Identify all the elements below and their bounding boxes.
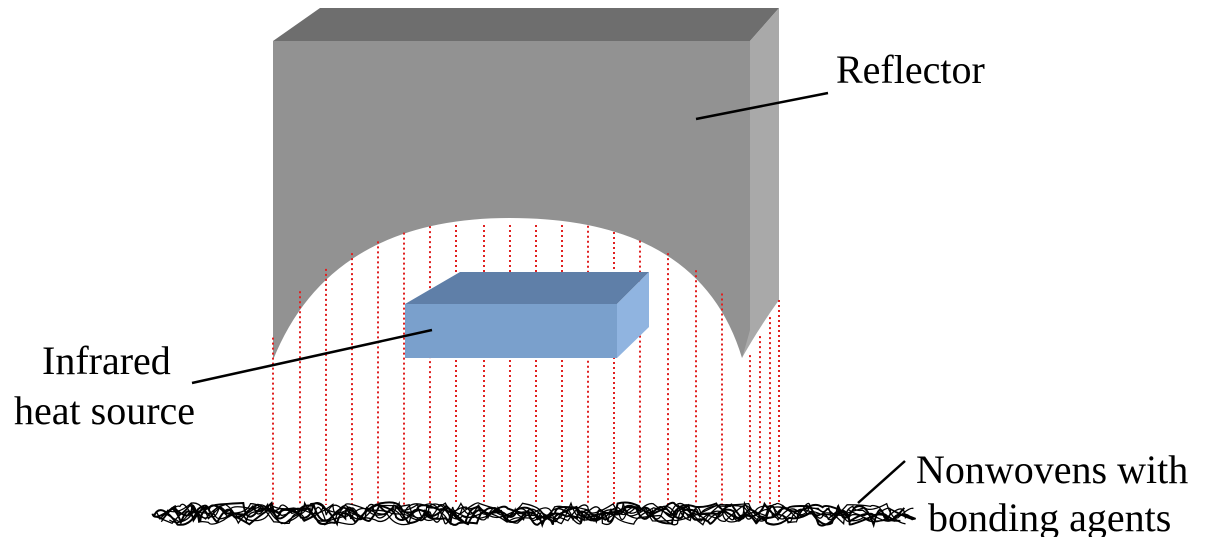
heat-source-side-face (617, 272, 649, 358)
heat-source-label-line1: Infrared (42, 338, 171, 383)
reflector-top-face (273, 8, 779, 41)
heat-source-leader-line (191, 328, 433, 385)
heat-source-front-face (405, 304, 617, 358)
heat-source (405, 272, 649, 358)
nonwovens-label-line2: bonding agents (928, 495, 1171, 537)
heat-source-label-line2: heat source (14, 388, 195, 433)
reflector-label: Reflector (836, 47, 985, 92)
fiber-strand (169, 500, 913, 526)
fiber-strand (155, 500, 914, 526)
nonwovens-leader-line (857, 460, 906, 504)
nonwoven-fiber-web (151, 500, 917, 529)
fiber-strand (151, 501, 901, 529)
fiber-strand (154, 502, 906, 525)
reflector-leader-line (695, 91, 829, 121)
heat-source-top-face (405, 272, 649, 304)
reflector (273, 8, 779, 360)
nonwovens-label-line1: Nonwovens with (916, 447, 1188, 492)
reflector-front-face (273, 41, 750, 360)
reflector-side-face (742, 8, 779, 358)
